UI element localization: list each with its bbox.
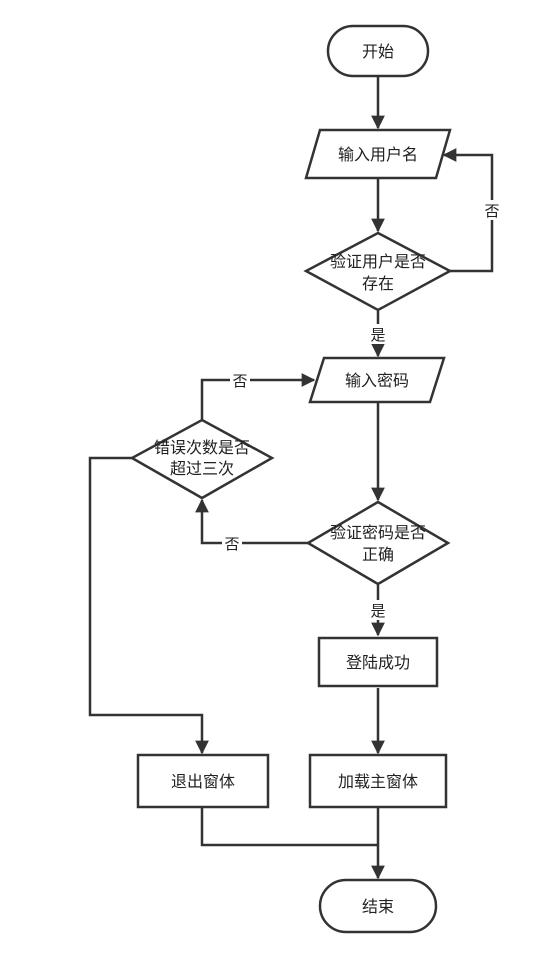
error-count-label-line1: 错误次数是否: [154, 438, 250, 457]
error-count-label-line2: 超过三次: [170, 459, 234, 478]
login-success-label: 登陆成功: [346, 653, 410, 672]
input-username-label: 输入用户名: [338, 145, 418, 164]
verify-password-decision: 验证密码是否 正确: [305, 500, 451, 586]
edge-label-password-wrong: 否: [224, 535, 239, 553]
start-terminal: 开始: [326, 24, 430, 78]
input-password-label: 输入密码: [345, 371, 409, 390]
start-label: 开始: [362, 42, 394, 61]
verify-user-decision: 验证用户是否 存在: [303, 231, 453, 312]
verify-password-label-line2: 正确: [362, 545, 394, 564]
edge-label-user-exists: 是: [370, 326, 385, 344]
verify-password-label-line1: 验证密码是否: [330, 523, 426, 542]
input-password-node: 输入密码: [308, 356, 446, 404]
load-main-window-label: 加载主窗体: [338, 772, 418, 791]
exit-window-node: 退出窗体: [136, 753, 270, 809]
end-label: 结束: [362, 897, 394, 916]
edge-error-count-no-to-input-password: [200, 373, 316, 420]
verify-user-label-line2: 存在: [362, 274, 394, 293]
error-count-decision: 错误次数是否 超过三次: [129, 418, 275, 500]
end-terminal: 结束: [318, 878, 438, 934]
verify-user-label-line1: 验证用户是否: [330, 252, 426, 271]
exit-window-label: 退出窗体: [171, 772, 235, 791]
edge-label-user-not-exist: 否: [484, 202, 499, 220]
edge-label-password-correct: 是: [370, 602, 385, 620]
edge-exit-window-to-end: [200, 808, 378, 847]
edge-verify-password-no-to-error-count: [195, 498, 308, 545]
edge-error-count-yes-to-exit-window: [88, 456, 209, 755]
edge-label-count-not-exceeded: 否: [232, 372, 247, 390]
load-main-window-node: 加载主窗体: [308, 753, 448, 809]
login-success-node: 登陆成功: [317, 636, 439, 688]
input-username-node: 输入用户名: [304, 128, 452, 180]
